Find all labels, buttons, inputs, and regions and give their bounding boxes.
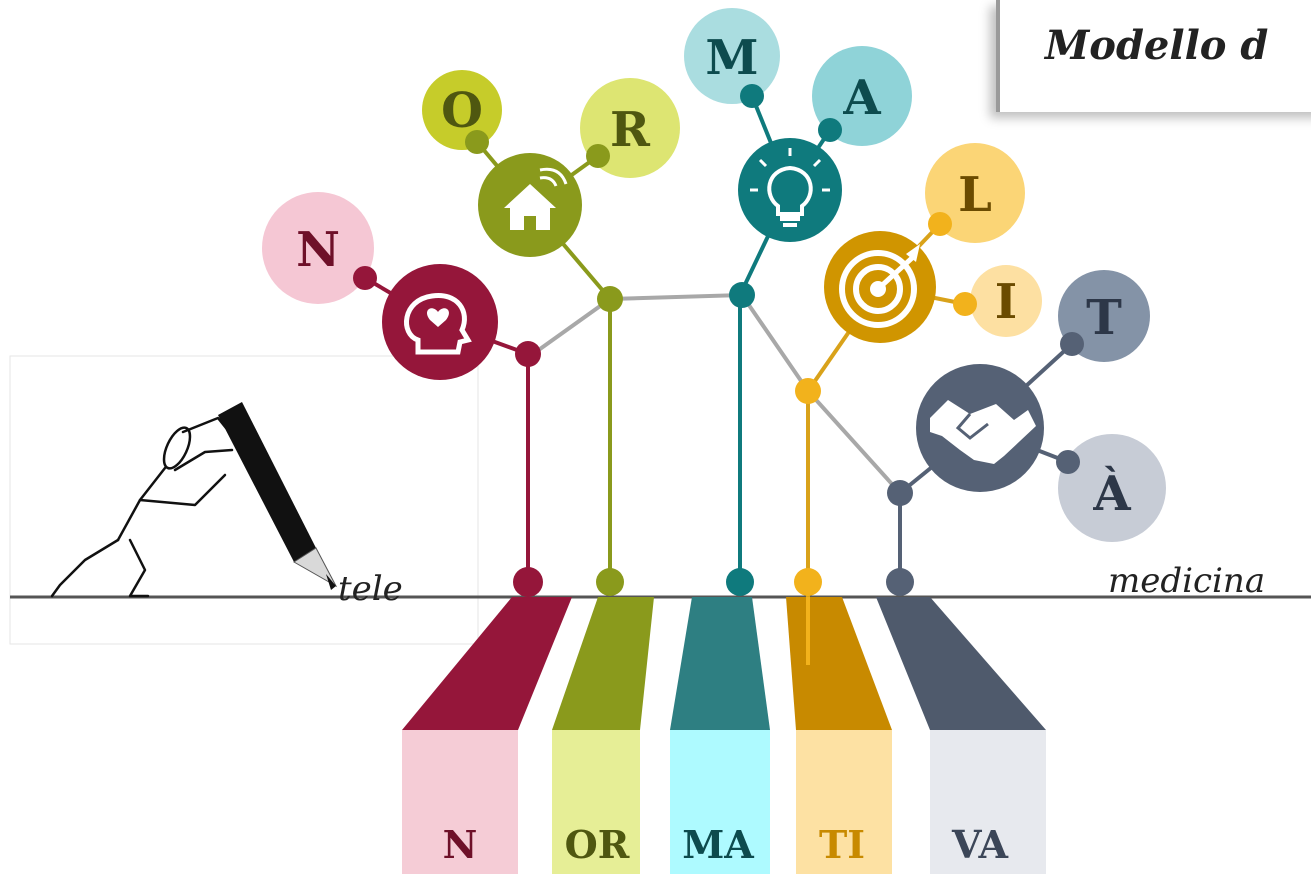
pillar-va: VA	[876, 597, 1046, 874]
connector-dots	[353, 84, 1084, 597]
lightbulb-icon	[738, 138, 842, 242]
pillar-or-label: OR	[565, 822, 630, 867]
pillar-ti: TI	[786, 597, 892, 874]
letter-bubble-i: I	[970, 265, 1042, 337]
pillar-ma: MA	[670, 597, 770, 874]
handshake-icon	[916, 364, 1044, 492]
pillar-n-label: N	[443, 822, 478, 867]
pillar-or: OR	[552, 597, 654, 874]
title-sign-text: Modello d	[1045, 22, 1269, 69]
head-heart-icon	[382, 264, 498, 380]
letter-bubbles: N O R M A L I T	[262, 8, 1166, 542]
title-sign	[996, 0, 1311, 112]
pillar-va-label: VA	[951, 822, 1009, 867]
letter-bubble-m: M	[684, 8, 780, 104]
letter-bubble-o: O	[422, 70, 502, 150]
pillar-ti-label: TI	[819, 822, 865, 867]
letter-l: L	[958, 167, 992, 223]
letter-a: A	[842, 70, 881, 126]
smart-home-icon	[478, 153, 582, 257]
pen-icon	[218, 402, 338, 590]
letter-n: N	[296, 222, 340, 278]
letter-bubble-n: N	[262, 192, 374, 304]
sketch-panel	[9, 355, 479, 645]
letter-r: R	[610, 102, 651, 158]
baseline-right-word: medicina	[1108, 561, 1265, 601]
pillar-ma-label: MA	[682, 822, 754, 867]
letter-bubble-a-grave: À	[1058, 434, 1166, 542]
baseline-left-word: tele	[338, 569, 403, 609]
stick-figure-writer	[50, 416, 234, 598]
pillar-n: N	[402, 597, 572, 874]
letter-m: M	[705, 30, 758, 86]
letter-o: O	[441, 83, 483, 139]
letter-t: T	[1086, 290, 1122, 346]
pillars: N OR MA TI VA	[402, 597, 1046, 874]
letter-a-grave: À	[1092, 465, 1131, 522]
target-icon	[824, 231, 936, 343]
letter-i: I	[995, 274, 1017, 330]
